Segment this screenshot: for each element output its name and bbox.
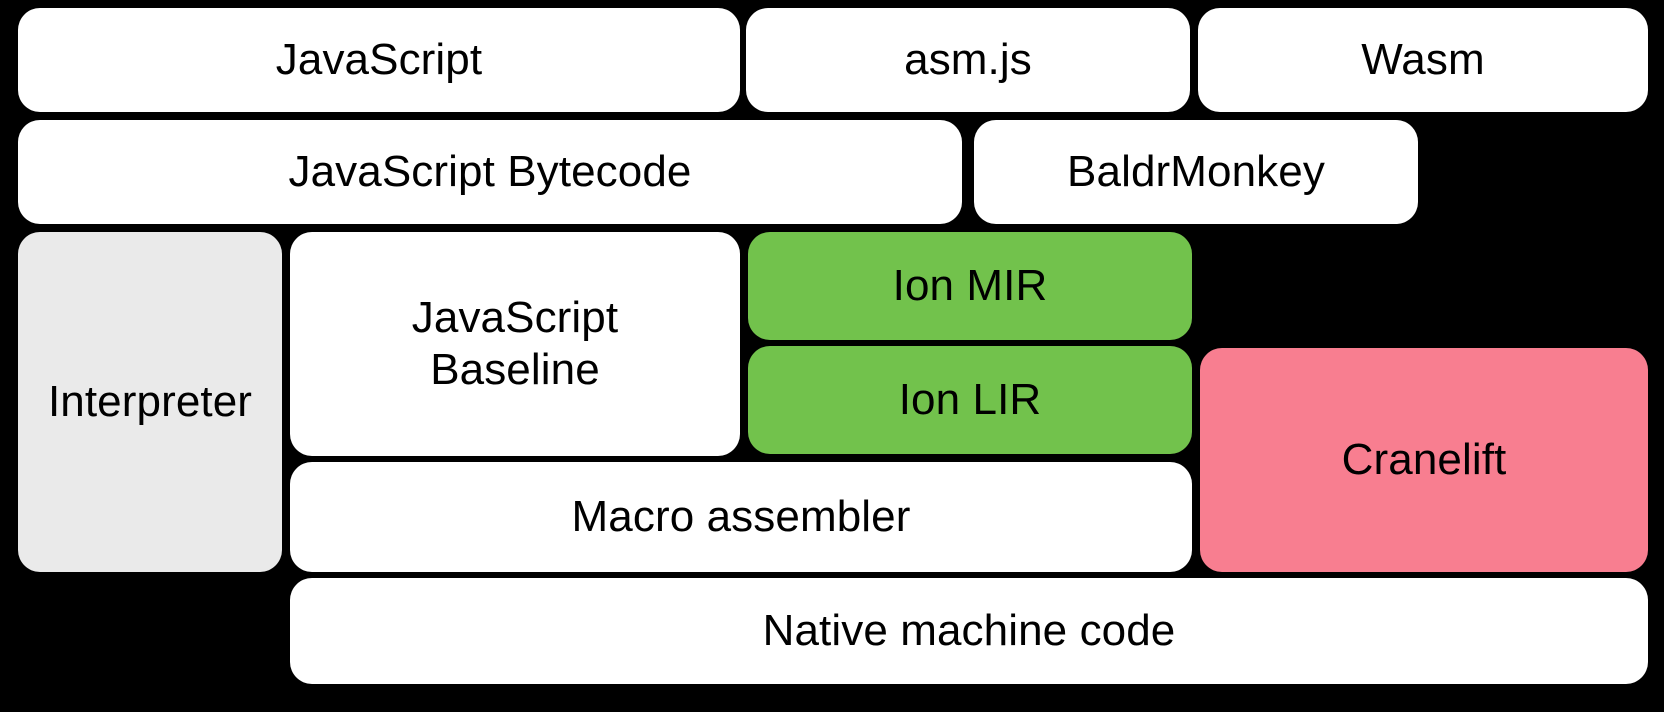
node-javascript-baseline[interactable]: JavaScript Baseline: [290, 232, 740, 456]
node-label-javascript-bytecode: JavaScript Bytecode: [288, 147, 692, 197]
node-label-wasm: Wasm: [1361, 35, 1485, 85]
node-javascript-bytecode[interactable]: JavaScript Bytecode: [18, 120, 962, 224]
node-interpreter[interactable]: Interpreter: [18, 232, 282, 572]
node-javascript[interactable]: JavaScript: [18, 8, 740, 112]
node-wasm[interactable]: Wasm: [1198, 8, 1648, 112]
node-label-macro-assembler: Macro assembler: [571, 492, 911, 542]
node-label-interpreter: Interpreter: [47, 377, 253, 427]
node-label-baldrmonkey: BaldrMonkey: [1067, 147, 1325, 197]
node-asm-js[interactable]: asm.js: [746, 8, 1190, 112]
node-label-javascript: JavaScript: [275, 35, 483, 85]
node-cranelift[interactable]: Cranelift: [1200, 348, 1648, 572]
node-label-ion-lir: Ion LIR: [898, 375, 1042, 425]
node-ion-lir[interactable]: Ion LIR: [748, 346, 1192, 454]
node-ion-mir[interactable]: Ion MIR: [748, 232, 1192, 340]
node-label-cranelift: Cranelift: [1341, 435, 1507, 485]
node-label-ion-mir: Ion MIR: [892, 261, 1048, 311]
node-label-native-machine-code: Native machine code: [762, 606, 1176, 656]
node-macro-assembler[interactable]: Macro assembler: [290, 462, 1192, 572]
node-baldrmonkey[interactable]: BaldrMonkey: [974, 120, 1418, 224]
node-label-asm-js: asm.js: [904, 35, 1032, 85]
node-label-javascript-baseline: JavaScript Baseline: [411, 293, 619, 394]
node-native-machine-code[interactable]: Native machine code: [290, 578, 1648, 684]
